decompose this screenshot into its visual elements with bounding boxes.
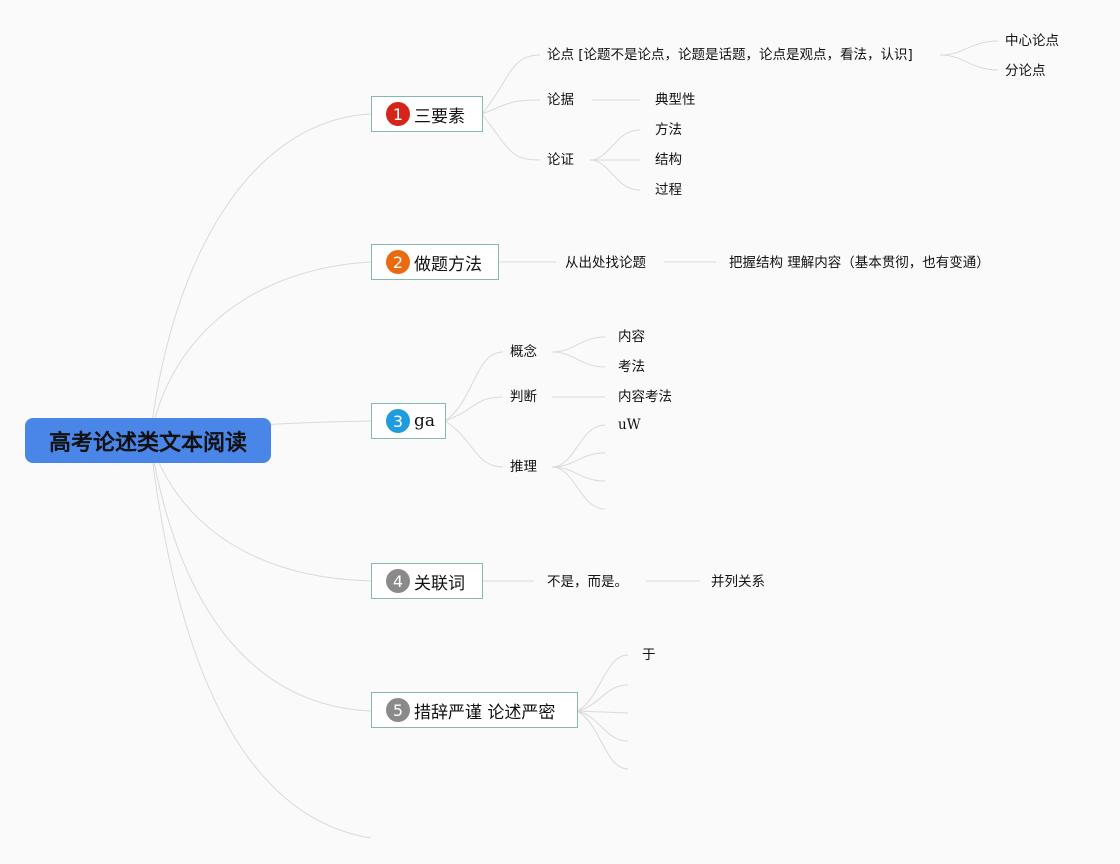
number-2-badge-icon: 2 [386, 250, 410, 274]
number-1-badge-icon: 1 [386, 102, 410, 126]
branch-5-node[interactable]: 5 措辞严谨 论述严密 [371, 692, 578, 728]
link-lundian-fen [939, 54, 999, 71]
topic-fangfa[interactable]: 方法 [655, 122, 682, 138]
number-5-badge-icon: 5 [386, 698, 410, 722]
link-root-b4 [149, 439, 372, 582]
topic-panduan[interactable]: 判断 [510, 389, 537, 405]
link-tuili-1 [551, 424, 606, 468]
branch-1-node[interactable]: 1 三要素 [371, 96, 483, 132]
link-root-b5 [149, 439, 372, 712]
topic-bushi-ershi[interactable]: 不是，而是。 [547, 574, 628, 590]
link-b3-panduan [444, 396, 504, 422]
number-4-badge-icon: 4 [386, 569, 410, 593]
link-b5-5 [576, 710, 629, 770]
link-b3-gainian [444, 351, 504, 422]
link-b5-1 [576, 654, 629, 712]
link-gainian-neirong [551, 336, 606, 353]
link-b3-tuili [444, 420, 504, 468]
topic-neirong[interactable]: 内容 [618, 329, 645, 345]
topic-bawo-jiegou[interactable]: 把握结构 理解内容（基本贯彻，也有变通） [729, 255, 990, 271]
branch-3-node[interactable]: 3 ga [371, 403, 446, 439]
link-lunzheng-fangfa [589, 129, 641, 161]
link-tuili-4 [551, 466, 606, 510]
link-lundian-zhongxin [939, 40, 999, 56]
topic-yu[interactable]: 于 [642, 647, 656, 663]
topic-binglie-guanxi[interactable]: 并列关系 [711, 574, 765, 590]
branch-4-node[interactable]: 4 关联词 [371, 563, 483, 599]
topic-lunju[interactable]: 论据 [547, 92, 574, 108]
topic-dianxingxing[interactable]: 典型性 [655, 92, 696, 108]
branch-3-label: ga [414, 411, 436, 431]
link-root-b2 [149, 261, 372, 441]
link-b5-3 [576, 710, 629, 714]
topic-lunzheng[interactable]: 论证 [547, 152, 574, 168]
topic-neirong-kaofa[interactable]: 内容考法 [618, 389, 672, 405]
link-b1-lunju [481, 99, 541, 115]
central-topic[interactable]: 高考论述类文本阅读 [25, 418, 271, 463]
branch-5-label: 措辞严谨 论述严密 [414, 702, 556, 723]
topic-guocheng[interactable]: 过程 [655, 182, 682, 198]
link-tuili-2 [551, 452, 606, 468]
link-root-b6 [149, 439, 372, 839]
topic-zhongxin-lundian[interactable]: 中心论点 [1005, 33, 1059, 49]
link-b5-4 [576, 710, 629, 742]
branch-1-label: 三要素 [414, 106, 465, 127]
topic-gainian[interactable]: 概念 [510, 344, 537, 360]
number-3-badge-icon: 3 [386, 409, 410, 433]
branch-2-label: 做题方法 [414, 254, 482, 275]
link-lunzheng-guocheng [589, 159, 641, 191]
central-topic-label: 高考论述类文本阅读 [48, 430, 247, 456]
link-b5-2 [576, 684, 629, 712]
link-b1-lundian [481, 54, 541, 115]
topic-kaofa[interactable]: 考法 [618, 359, 645, 375]
topic-uw[interactable]: uW [618, 417, 641, 433]
topic-lundian[interactable]: 论点 [论题不是论点，论题是话题，论点是观点，看法，认识] [547, 47, 913, 63]
branch-4-label: 关联词 [414, 573, 465, 594]
topic-fen-lundian[interactable]: 分论点 [1005, 63, 1046, 79]
link-gainian-kaofa [551, 351, 606, 368]
topic-chuchu-zhao-lunti[interactable]: 从出处找论题 [565, 255, 646, 271]
branch-2-node[interactable]: 2 做题方法 [371, 244, 499, 280]
topic-jiegou[interactable]: 结构 [655, 152, 682, 168]
topic-tuili[interactable]: 推理 [510, 459, 537, 475]
link-b1-lunzheng [481, 113, 541, 161]
link-root-b1 [149, 113, 372, 441]
